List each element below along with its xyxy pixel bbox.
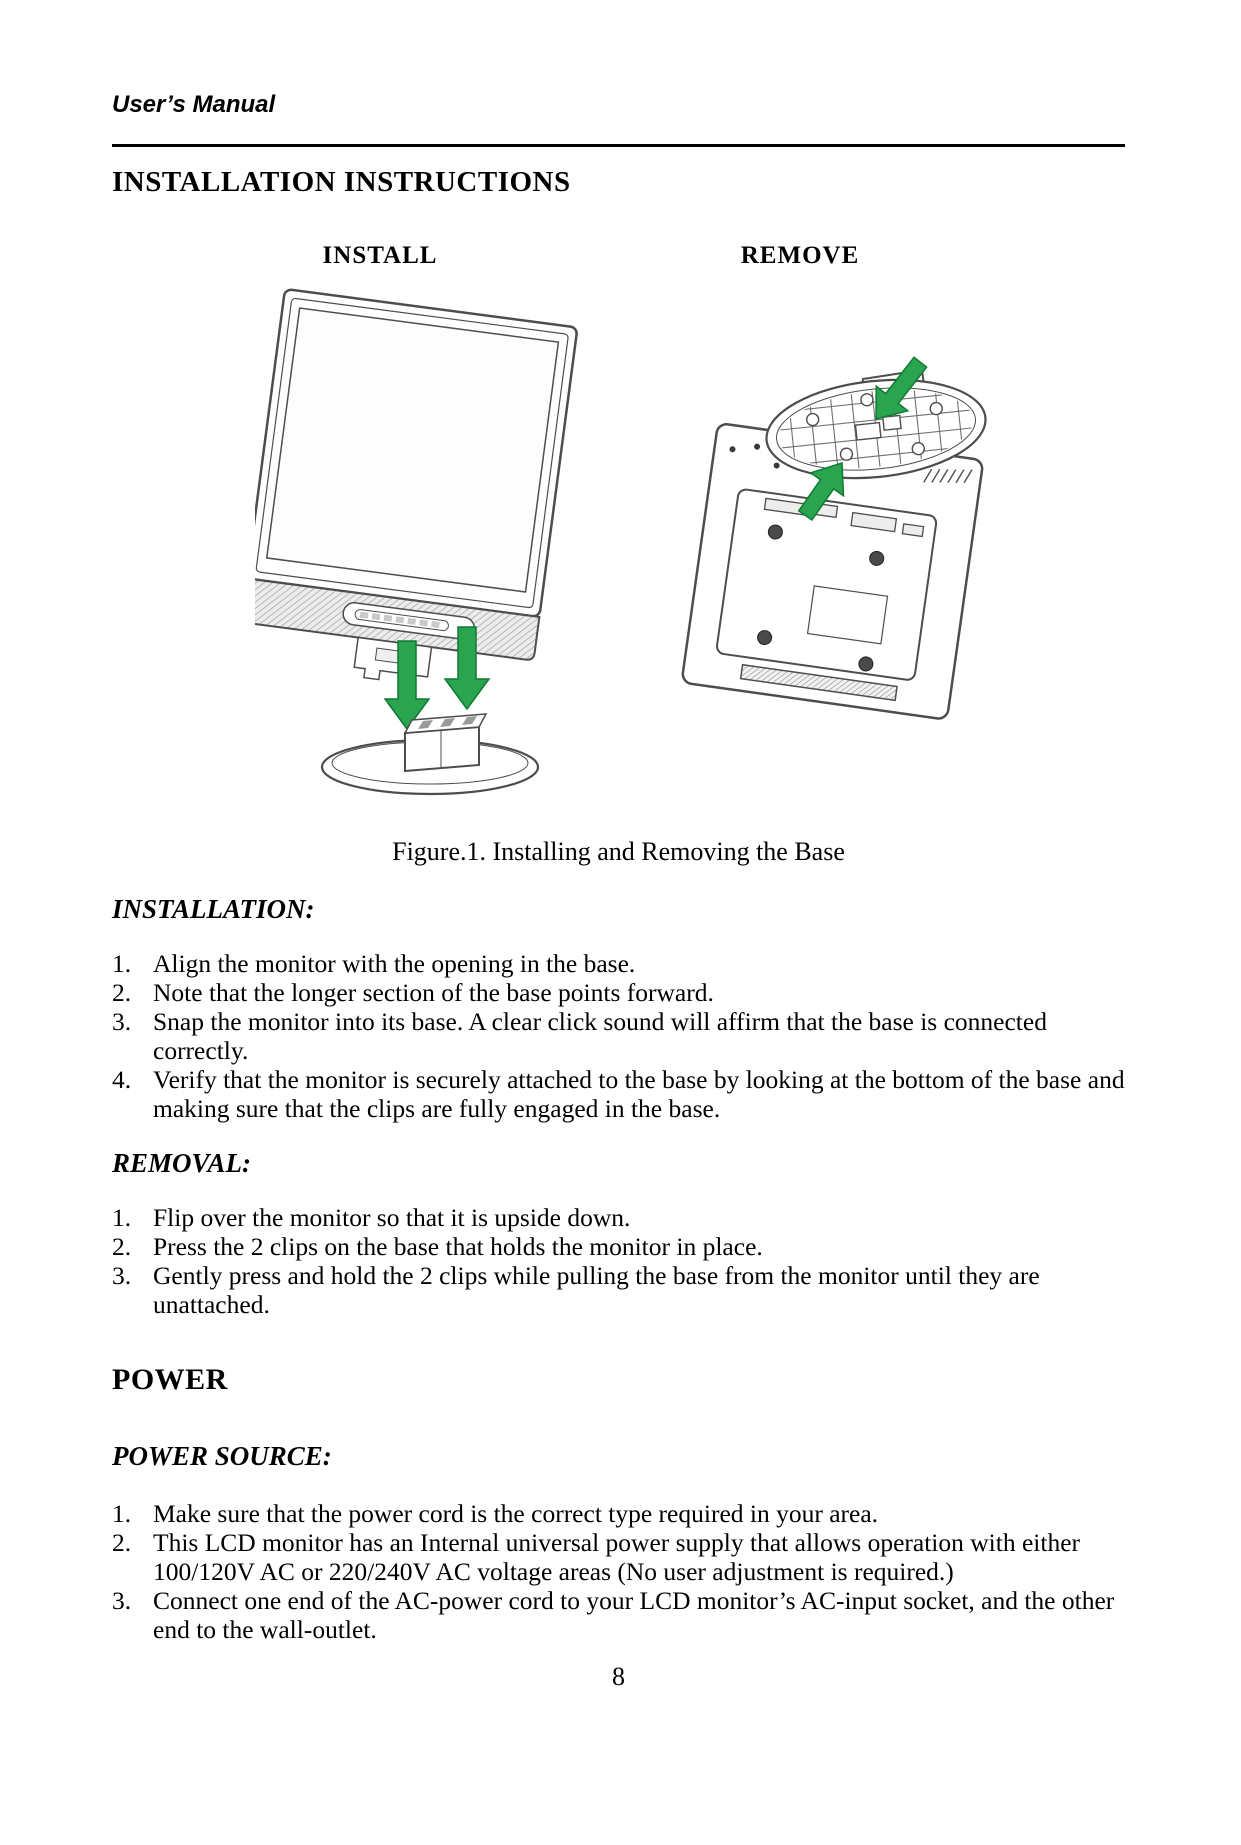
list-item: Verify that the monitor is securely atta… (112, 1065, 1125, 1123)
monitor-front-illustration (255, 288, 578, 686)
monitor-install-illustration (255, 288, 578, 796)
page-number: 8 (612, 1662, 625, 1691)
manual-header-title: User’s Manual (112, 91, 276, 118)
down-arrows (383, 626, 491, 731)
list-item: Gently press and hold the 2 clips while … (112, 1261, 1040, 1319)
installation-heading: INSTALLATION: (112, 894, 315, 924)
list-item: Connect one end of the AC-power cord to … (112, 1586, 1115, 1644)
installation-steps: Align the monitor with the opening in th… (112, 949, 1125, 1123)
list-item: This LCD monitor has an Internal univers… (112, 1528, 1081, 1586)
label-recess (806, 585, 889, 645)
install-label: INSTALL (322, 242, 438, 269)
manual-header: User’s Manual (112, 90, 1125, 147)
remove-label: REMOVE (740, 242, 860, 269)
removal-steps: Flip over the monitor so that it is upsi… (112, 1203, 1125, 1319)
press-arrows (797, 356, 928, 522)
monitor-remove-illustration (681, 356, 987, 720)
manual-page: User’s Manual INSTALLATION INSTRUCTIONS … (0, 90, 1241, 1691)
press-arrow-icon (797, 461, 845, 522)
power-source-steps: Make sure that the power cord is the cor… (112, 1499, 1125, 1644)
figure-1: INSTALL REMOVE (112, 241, 1125, 799)
power-source-heading: POWER SOURCE: (112, 1441, 332, 1471)
vent-strip (739, 663, 898, 702)
press-arrow-icon (875, 356, 928, 420)
list-item: Align the monitor with the opening in th… (112, 949, 636, 978)
list-item: Note that the longer section of the base… (112, 978, 714, 1007)
figure-caption: Figure.1. Installing and Removing the Ba… (392, 837, 845, 866)
connector-ports (763, 497, 925, 538)
base-clips (854, 414, 902, 441)
page-title: INSTALLATION INSTRUCTIONS (112, 166, 571, 198)
vesa-screw-holes (757, 524, 885, 672)
monitor-back-illustration (681, 423, 984, 720)
top-vents (923, 468, 973, 484)
plate-screw-bosses (805, 393, 943, 461)
base-plate-illustration (765, 378, 987, 480)
down-arrow-icon (443, 626, 491, 711)
list-item: Press the 2 clips on the base that holds… (112, 1232, 763, 1261)
removal-heading: REMOVAL: (112, 1148, 252, 1178)
power-heading: POWER (112, 1363, 228, 1396)
list-item: Snap the monitor into its base. A clear … (112, 1007, 1047, 1065)
list-item: Make sure that the power cord is the cor… (112, 1499, 879, 1528)
down-arrow-icon (383, 640, 431, 731)
monitor-base-illustration (320, 713, 540, 796)
list-item: Flip over the monitor so that it is upsi… (112, 1203, 631, 1232)
